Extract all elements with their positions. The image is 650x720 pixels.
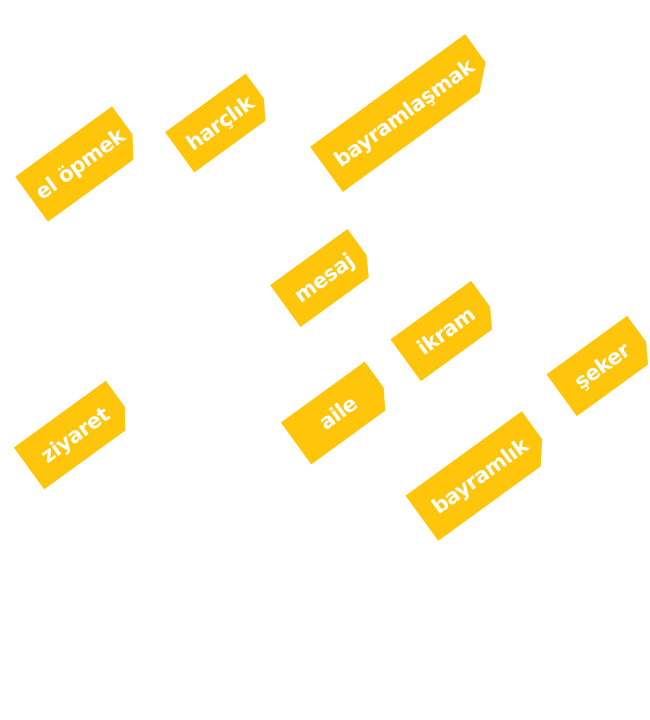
word-card-mesaj[interactable]: mesaj [270,229,378,327]
word-card-ziyaret[interactable]: ziyaret [14,380,137,489]
card-label: bayramlaşmak [329,54,479,172]
word-card-el-opmek[interactable]: el öpmek [15,106,145,222]
word-card-ikram[interactable]: ikram [390,281,501,382]
word-card-bayramlik[interactable]: bayramlık [405,411,554,541]
word-card-bayramlasmak[interactable]: bayramlaşmak [310,34,498,192]
word-card-harclik[interactable]: harçlık [165,73,275,172]
word-card-seker[interactable]: şeker [546,316,650,417]
word-card-aile[interactable]: aile [281,361,396,464]
